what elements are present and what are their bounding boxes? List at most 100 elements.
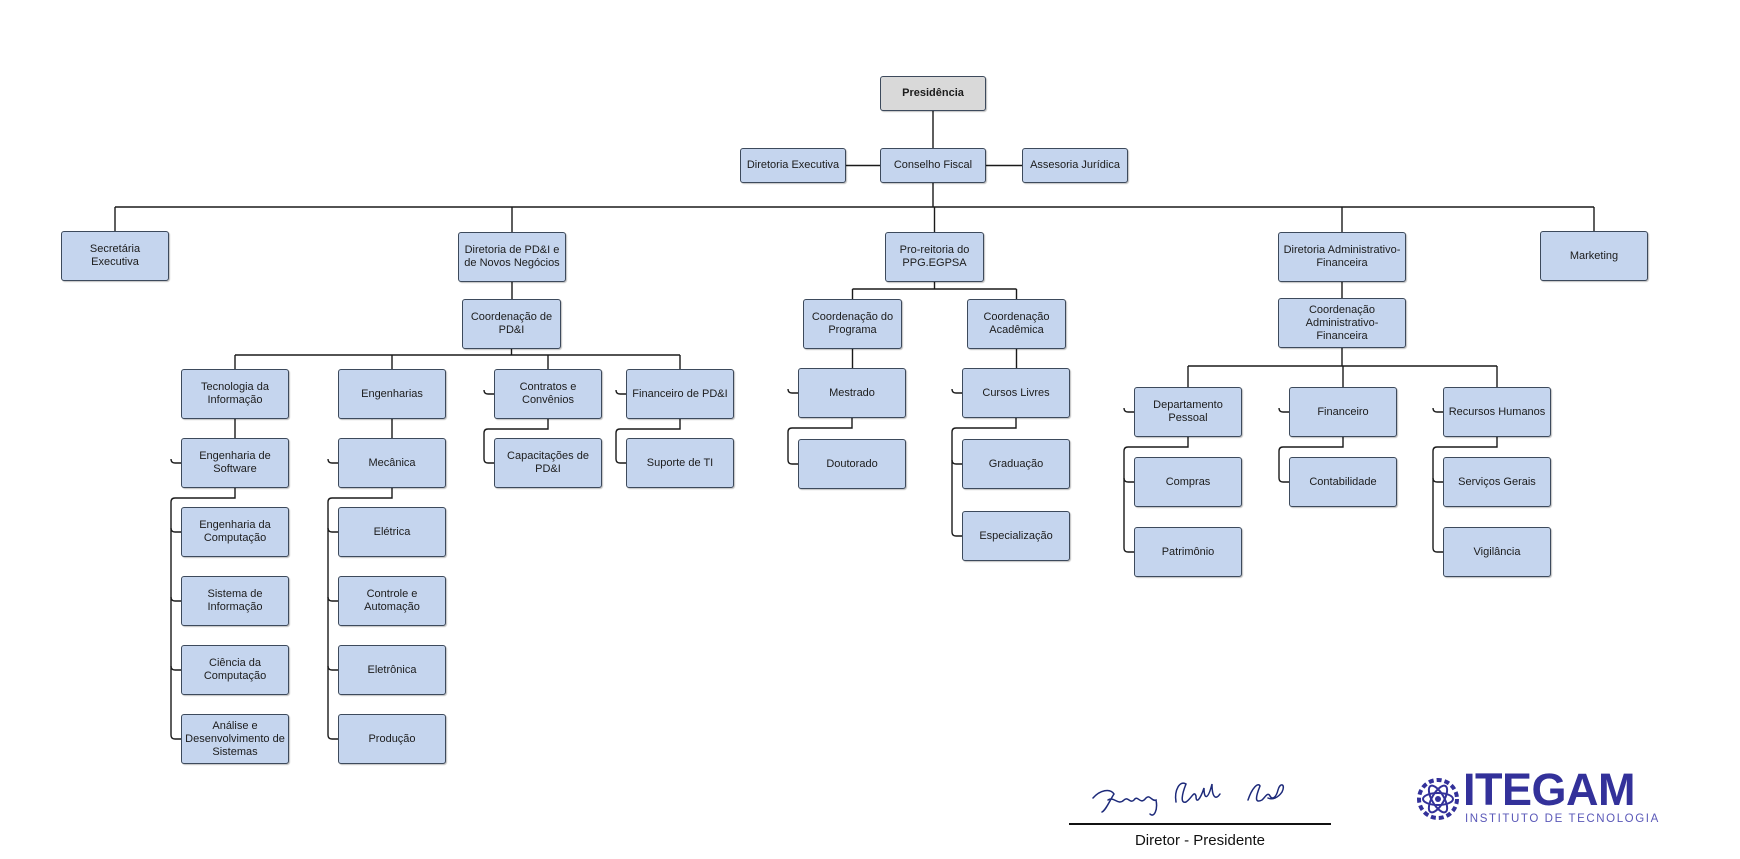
node-label: Produção <box>368 732 416 745</box>
node-vigilancia[interactable]: Vigilância <box>1443 527 1551 577</box>
node-conselho-fiscal[interactable]: Conselho Fiscal <box>880 148 986 183</box>
node-especializacao[interactable]: Especialização <box>962 511 1070 561</box>
node-servicos-gerais[interactable]: Serviços Gerais <box>1443 457 1551 507</box>
node-coord-adm-fin[interactable]: Coordenação Administrativo-Financeira <box>1278 298 1406 348</box>
node-label: Recursos Humanos <box>1448 405 1546 418</box>
node-financeiro[interactable]: Financeiro <box>1289 387 1397 437</box>
node-engenharias[interactable]: Engenharias <box>338 369 446 419</box>
node-label: Mecânica <box>368 456 416 469</box>
node-doutorado[interactable]: Doutorado <box>798 439 906 489</box>
node-financeiro-pdi[interactable]: Financeiro de PD&I <box>626 369 734 419</box>
node-capacitacoes-pdi[interactable]: Capacitações de PD&I <box>494 438 602 488</box>
node-label: Análise e Desenvolvimento de Sistemas <box>185 719 285 758</box>
link-contratos-elbow <box>483 389 494 395</box>
node-label: Engenharia da Computação <box>199 519 271 544</box>
node-producao[interactable]: Produção <box>338 714 446 764</box>
link-fin-list-elbow <box>1278 407 1289 413</box>
link-eng-list-spine <box>327 488 393 735</box>
node-label: Graduação <box>988 457 1044 470</box>
node-label: Vigilância <box>1473 545 1521 558</box>
signature-caption: Diretor - Presidente <box>1134 832 1266 849</box>
node-coord-pdi[interactable]: Coordenação de PD&I <box>462 299 561 349</box>
node-label: Eletrônica <box>367 663 417 676</box>
link-academica-list-spine <box>951 418 1017 532</box>
node-label: Financeiro de PD&I <box>632 387 728 400</box>
link-contratos-elbow <box>483 458 494 464</box>
node-label: Coordenação Acadêmica <box>983 311 1050 336</box>
node-label: Doutorado <box>826 457 878 470</box>
link-eng-list-elbow <box>327 734 338 740</box>
node-label: Serviços Gerais <box>1458 475 1536 488</box>
link-programa-list-elbow <box>787 388 798 394</box>
node-cursos-livres[interactable]: Cursos Livres <box>962 368 1070 418</box>
node-coord-academica[interactable]: Coordenação Acadêmica <box>967 299 1066 349</box>
node-eng-computacao[interactable]: Engenharia da Computação <box>181 507 289 557</box>
node-label: Suporte de TI <box>646 456 714 469</box>
node-diretoria-adm-fin[interactable]: Diretoria Administrativo-Financeira <box>1278 232 1406 282</box>
node-pro-reitoria[interactable]: Pro-reitoria do PPG.EGPSA <box>885 232 984 282</box>
node-label: Coordenação de PD&I <box>470 311 553 336</box>
node-controle-automacao[interactable]: Controle e Automação <box>338 576 446 626</box>
node-assessoria-juridica[interactable]: Assesoria Jurídica <box>1022 148 1128 183</box>
node-diretoria-executiva[interactable]: Diretoria Executiva <box>740 148 846 183</box>
node-label: Engenharia de Software <box>199 450 271 475</box>
node-label: Pro-reitoria do PPG.EGPSA <box>899 244 970 269</box>
node-label: Cursos Livres <box>982 386 1050 399</box>
link-fin-list-spine <box>1278 437 1344 478</box>
link-ti-list-elbow <box>170 665 181 671</box>
link-programa-list-spine <box>787 418 853 460</box>
node-label: Marketing <box>1569 249 1619 262</box>
node-ciencia-computacao[interactable]: Ciência da Computação <box>181 645 289 695</box>
node-eletrica[interactable]: Elétrica <box>338 507 446 557</box>
node-label: Compras <box>1165 475 1211 488</box>
node-secretaria-executiva[interactable]: Secretária Executiva <box>61 231 169 281</box>
node-label: Capacitações de PD&I <box>507 450 589 475</box>
node-departamento-pessoal[interactable]: Departamento Pessoal <box>1134 387 1242 437</box>
node-coord-programa[interactable]: Coordenação do Programa <box>803 299 902 349</box>
node-label: Diretoria Executiva <box>746 159 840 171</box>
node-eletronica[interactable]: Eletrônica <box>338 645 446 695</box>
node-label: Contratos e Convênios <box>519 381 577 406</box>
node-analise-sistemas[interactable]: Análise e Desenvolvimento de Sistemas <box>181 714 289 764</box>
link-fin-pdi-elbow <box>615 458 626 464</box>
link-ti-list-elbow <box>170 527 181 533</box>
link-eng-list-elbow <box>327 665 338 671</box>
link-rh-list-elbow <box>1432 477 1443 483</box>
link-dp-list-elbow <box>1123 407 1134 413</box>
node-patrimonio[interactable]: Patrimônio <box>1134 527 1242 577</box>
link-ti-list-elbow <box>170 596 181 602</box>
node-label: Ciência da Computação <box>203 657 267 682</box>
node-label: Diretoria Administrativo-Financeira <box>1283 244 1401 269</box>
node-eng-software[interactable]: Engenharia de Software <box>181 438 289 488</box>
node-sistema-informacao[interactable]: Sistema de Informação <box>181 576 289 626</box>
link-rh-list-elbow <box>1432 407 1443 413</box>
node-label: Presidência <box>902 87 964 99</box>
link-eng-list-elbow <box>327 596 338 602</box>
logo-wordmark: ITEGAM <box>1463 764 1636 815</box>
node-contratos-convenios[interactable]: Contratos e Convênios <box>494 369 602 419</box>
link-rh-list-spine <box>1432 437 1498 548</box>
link-contratos-spine <box>483 419 549 459</box>
node-marketing[interactable]: Marketing <box>1540 231 1648 281</box>
node-graduacao[interactable]: Graduação <box>962 439 1070 489</box>
node-compras[interactable]: Compras <box>1134 457 1242 507</box>
link-ti-list-spine <box>170 488 236 735</box>
node-contabilidade[interactable]: Contabilidade <box>1289 457 1397 507</box>
node-tecnologia-informacao[interactable]: Tecnologia da Informação <box>181 369 289 419</box>
node-diretoria-pdi[interactable]: Diretoria de PD&I e de Novos Negócios <box>458 232 566 282</box>
node-presidencia[interactable]: Presidência <box>880 76 986 111</box>
node-mecanica[interactable]: Mecânica <box>338 438 446 488</box>
itegam-logo <box>1417 778 1459 820</box>
node-label: Contabilidade <box>1309 475 1377 488</box>
logo-subtitle: INSTITUTO DE TECNOLOGIA <box>1465 813 1660 825</box>
node-recursos-humanos[interactable]: Recursos Humanos <box>1443 387 1551 437</box>
node-suporte-ti[interactable]: Suporte de TI <box>626 438 734 488</box>
link-eng-list-elbow <box>327 527 338 533</box>
node-mestrado[interactable]: Mestrado <box>798 368 906 418</box>
node-label: Controle e Automação <box>364 588 420 613</box>
link-dp-list-spine <box>1123 437 1189 548</box>
node-label: Secretária Executiva <box>89 243 141 268</box>
link-academica-list-elbow <box>951 459 962 465</box>
node-label: Diretoria de PD&I e de Novos Negócios <box>464 244 560 269</box>
node-label: Mestrado <box>829 386 875 399</box>
